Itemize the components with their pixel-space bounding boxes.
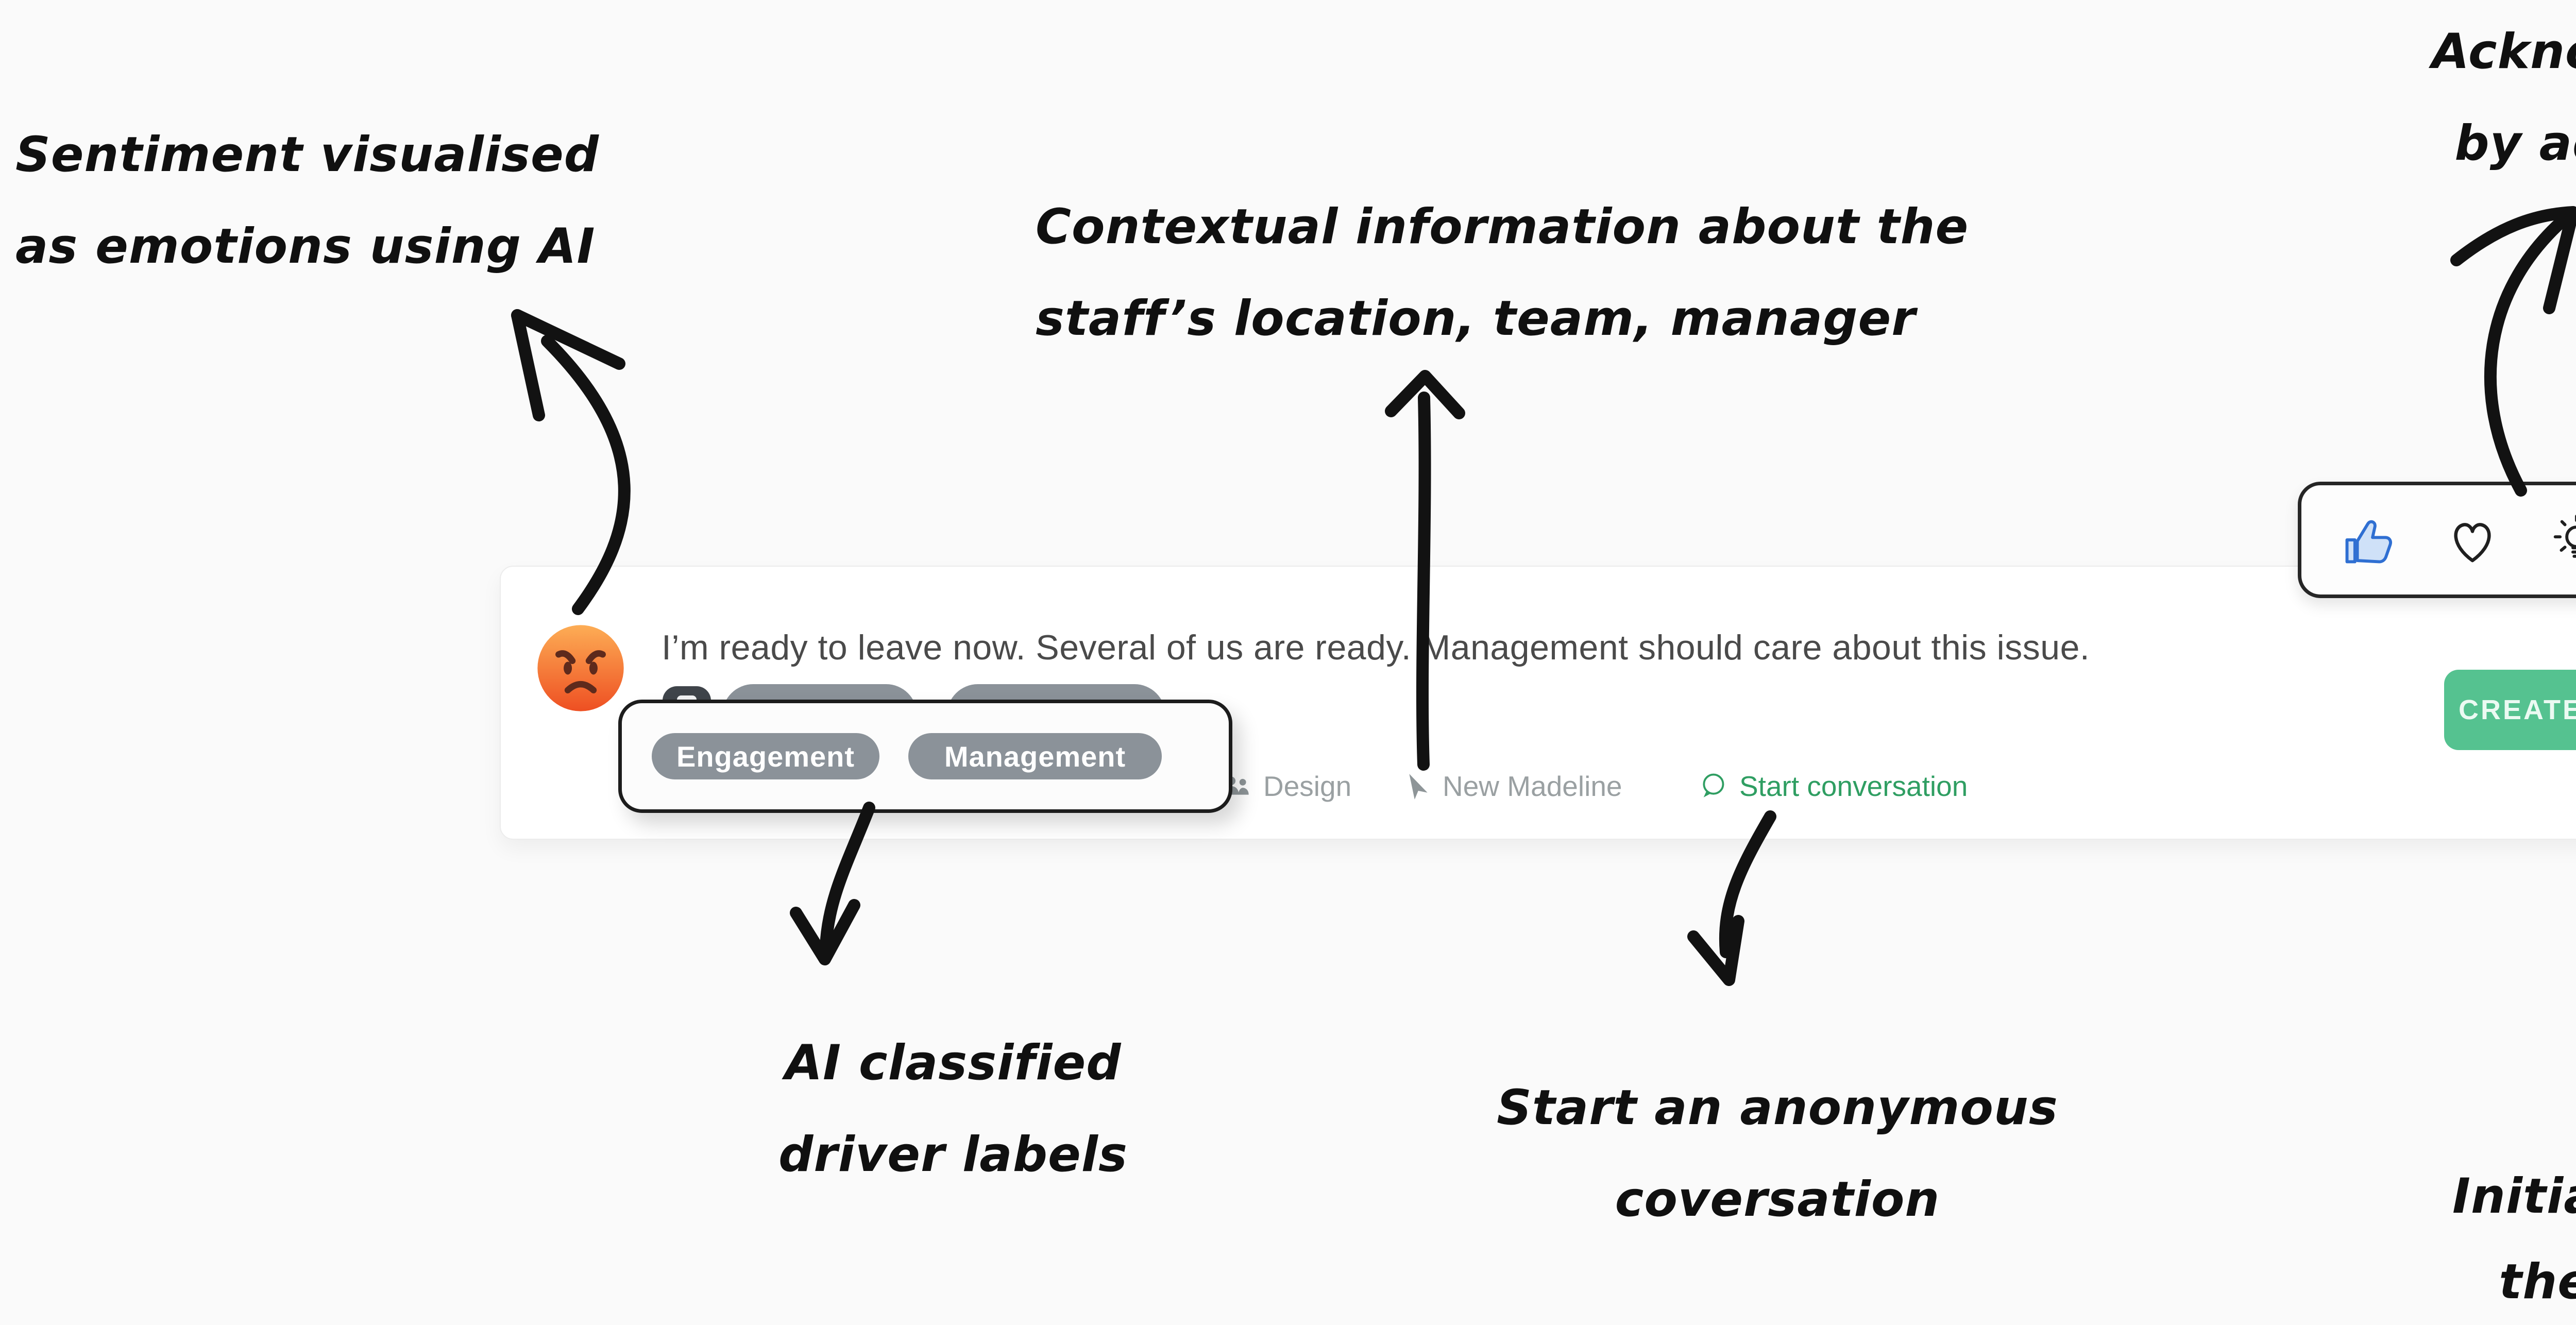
arrow-reactions [2450,206,2576,497]
feedback-message: I’m ready to leave now. Several of us ar… [662,628,2090,667]
manager-context-item: New Madeline [1399,770,1622,803]
annotation-sentiment-line2: as emotions using AI [15,218,596,275]
team-context-item: Design [1220,770,1351,803]
driver-labels-popup: Engagement Management [618,700,1232,813]
annotation-reactions-line1: Acknowledge feedback [2432,24,2576,80]
annotation-sentiment-line1: Sentiment visualised [15,127,600,183]
create-action-button[interactable]: CREATE ACTION [2444,670,2576,750]
annotation-conversation: Start an anonymous coversation [1489,1062,2066,1246]
arrow-conversation [1687,810,1776,986]
angry-face-emoji [535,622,626,714]
annotation-reactions: Acknowledge feedback by adding reactions [2432,6,2576,190]
annotation-action-line1: Initiate Action or Identify [2452,1168,2576,1225]
driver-tag-engagement[interactable]: Engagement [652,733,879,779]
annotation-drivers: AI classified driver labels [742,1017,1164,1201]
driver-tag-management[interactable]: Management [908,733,1162,779]
annotation-conversation-line1: Start an anonymous [1497,1080,2058,1136]
start-conversation-link[interactable]: Start conversation [1696,770,1968,803]
thumbs-up-reaction-icon[interactable] [2338,509,2399,570]
annotation-reactions-line2: by adding reactions [2454,115,2576,172]
annotation-context-line1: Contextual information about the [1036,199,1969,255]
annotation-action-line2: the status of action [2499,1254,2576,1310]
annotation-drivers-line2: driver labels [778,1127,1128,1183]
annotation-sentiment: Sentiment visualised as emotions using A… [15,109,600,293]
annotation-drivers-line1: AI classified [785,1035,1122,1091]
speech-bubble-icon [1696,770,1729,803]
reactions-toolbar [2298,482,2576,598]
manager-label: New Madeline [1443,770,1622,802]
heart-reaction-icon[interactable] [2442,509,2503,570]
annotation-context-line2: staff’s location, team, manager [1036,291,1916,347]
lightbulb-reaction-icon[interactable] [2546,509,2576,570]
arrow-sentiment [511,309,631,615]
team-label: Design [1263,770,1352,802]
navigation-arrow-icon [1399,770,1432,803]
start-conversation-label[interactable]: Start conversation [1739,770,1968,802]
annotation-action: Initiate Action or Identify the status o… [2452,1154,2576,1325]
annotation-context: Contextual information about the staff’s… [1036,181,1969,365]
annotation-conversation-line2: coversation [1615,1171,1940,1228]
